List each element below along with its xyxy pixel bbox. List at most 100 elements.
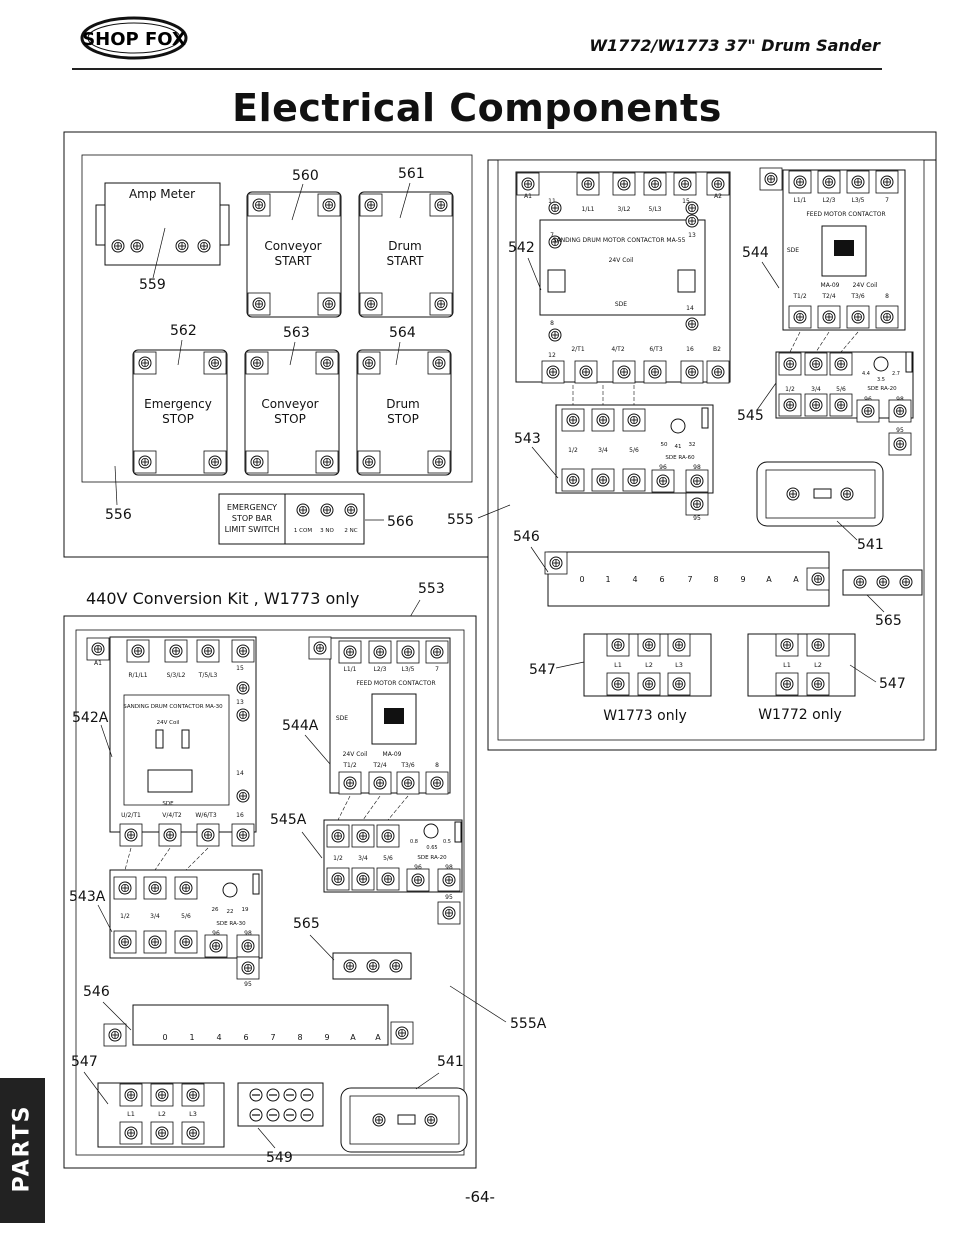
svg-text:MA-09: MA-09 [383, 751, 402, 758]
header-rule [72, 68, 882, 70]
svg-text:19: 19 [242, 907, 249, 913]
svg-text:96: 96 [414, 864, 422, 871]
switch-conveyor-stop: Conveyor STOP [244, 349, 340, 476]
svg-text:LIMIT SWITCH: LIMIT SWITCH [225, 525, 280, 534]
svg-text:L3: L3 [189, 1110, 197, 1118]
switch-drum-stop: Drum STOP [356, 349, 452, 476]
svg-text:95: 95 [244, 981, 252, 988]
power-terminal-block-440v: L1 L2 L3 [97, 1082, 225, 1148]
svg-text:T1/2: T1/2 [342, 762, 357, 769]
svg-text:Emergency: Emergency [144, 397, 212, 411]
svg-text:1/L1: 1/L1 [582, 206, 595, 213]
svg-text:32: 32 [689, 442, 696, 448]
svg-text:8: 8 [435, 762, 439, 769]
svg-text:L3/5: L3/5 [402, 666, 415, 673]
svg-text:0: 0 [579, 575, 584, 584]
svg-text:5/L3: 5/L3 [649, 206, 662, 213]
parts-section-tab: PARTS [0, 1078, 45, 1223]
callout-565-440v: 565 [293, 916, 320, 932]
svg-text:3 NO: 3 NO [320, 528, 334, 534]
svg-text:EMERGENCY: EMERGENCY [227, 503, 277, 512]
model-title: W1772/W1773 37" Drum Sander [589, 36, 880, 55]
svg-text:41: 41 [675, 444, 682, 450]
svg-text:L2/3: L2/3 [823, 197, 836, 204]
svg-text:11: 11 [548, 198, 556, 205]
svg-text:3/4: 3/4 [358, 855, 368, 862]
svg-text:1/2: 1/2 [333, 855, 343, 862]
svg-text:L1/1: L1/1 [794, 197, 807, 204]
feed-motor-contactor-440v: L1/1 L2/3 L3/5 7 FEED MOTOR CONTACTOR SD… [309, 637, 451, 794]
callout-541: 541 [857, 537, 884, 553]
overload-relay-ra20-440v: 1/2 3/4 5/6 0.8 0.65 0.5 SDE RA-20 96 98… [323, 819, 463, 924]
svg-text:A1: A1 [524, 193, 532, 200]
callout-541-440v: 541 [437, 1054, 464, 1070]
svg-text:24V Coil: 24V Coil [157, 720, 180, 726]
svg-text:95: 95 [445, 894, 453, 901]
callout-560: 560 [292, 168, 319, 184]
svg-text:Drum: Drum [388, 239, 421, 253]
caption-w1773-only: W1773 only [603, 708, 687, 724]
svg-text:24V Coil: 24V Coil [853, 282, 878, 289]
svg-text:STOP: STOP [387, 412, 419, 426]
svg-text:9: 9 [740, 575, 745, 584]
parts-tab-label: PARTS [9, 1104, 35, 1193]
contactor-ma30: A1 R/1/L1 S/3/L2 T/5/L3 15 13 SANDING DR… [87, 636, 257, 846]
callout-555A: 555A [510, 1016, 547, 1032]
svg-text:U/2/T1: U/2/T1 [121, 812, 141, 819]
svg-text:Drum: Drum [386, 397, 419, 411]
svg-text:V/4/T2: V/4/T2 [162, 812, 182, 819]
svg-text:5/6: 5/6 [629, 447, 639, 454]
svg-text:5/6: 5/6 [181, 913, 191, 920]
amp-meter-label: Amp Meter [129, 187, 195, 201]
svg-text:26: 26 [212, 907, 219, 913]
svg-text:24V Coil: 24V Coil [609, 257, 634, 264]
svg-text:8: 8 [713, 575, 718, 584]
svg-text:L3: L3 [675, 661, 683, 669]
callout-566: 566 [387, 514, 414, 530]
switch-drum-start: Drum START [358, 191, 454, 318]
power-terminal-block-w1773: L1 L2 L3 W1773 only [583, 633, 712, 724]
svg-text:0: 0 [162, 1033, 167, 1042]
svg-text:SANDING DRUM CONTACTOR MA-30: SANDING DRUM CONTACTOR MA-30 [123, 704, 223, 710]
svg-text:L2: L2 [814, 661, 822, 669]
svg-text:L2: L2 [645, 661, 653, 669]
svg-text:5/6: 5/6 [836, 386, 846, 393]
svg-text:8: 8 [550, 320, 554, 327]
svg-text:95: 95 [693, 515, 701, 522]
svg-text:STOP BAR: STOP BAR [232, 514, 273, 523]
svg-text:A: A [350, 1033, 356, 1042]
component-541-440v [340, 1087, 468, 1153]
svg-text:14: 14 [236, 770, 244, 777]
svg-text:SANDING DRUM MOTOR CONTACTOR M: SANDING DRUM MOTOR CONTACTOR MA-55 [553, 237, 686, 244]
svg-text:SDE: SDE [162, 801, 174, 807]
overload-relay-ra20: 1/2 3/4 5/6 4.4 3.5 2.7 SDE RA-20 96 98 … [775, 351, 914, 455]
svg-text:9: 9 [324, 1033, 329, 1042]
svg-text:1/2: 1/2 [785, 386, 795, 393]
callout-543A: 543A [69, 889, 106, 905]
svg-text:98: 98 [693, 464, 701, 471]
svg-text:96: 96 [659, 464, 667, 471]
power-terminal-block-w1772: L1 L2 W1772 only [747, 633, 856, 723]
svg-text:8: 8 [885, 293, 889, 300]
svg-text:Conveyor: Conveyor [261, 397, 318, 411]
svg-text:SDE RA-20: SDE RA-20 [417, 855, 447, 861]
svg-text:L1: L1 [127, 1110, 135, 1118]
svg-text:96: 96 [864, 396, 872, 403]
svg-text:98: 98 [244, 930, 252, 937]
svg-text:L2: L2 [158, 1110, 166, 1118]
callout-565: 565 [875, 613, 902, 629]
svg-text:5/6: 5/6 [383, 855, 393, 862]
svg-text:7: 7 [687, 575, 692, 584]
svg-text:0.8: 0.8 [410, 839, 418, 845]
svg-text:14: 14 [686, 305, 694, 312]
svg-text:13: 13 [236, 699, 244, 706]
svg-text:6: 6 [659, 575, 664, 584]
svg-text:0.5: 0.5 [443, 839, 451, 845]
callout-545: 545 [737, 408, 764, 424]
terminal-strip: 0 1 4 6 7 8 9 A A [545, 551, 830, 607]
svg-text:A: A [766, 575, 772, 584]
svg-text:3/4: 3/4 [598, 447, 608, 454]
svg-text:SDE: SDE [336, 715, 348, 722]
logo-brand-text: SHOP FOX [82, 29, 186, 50]
